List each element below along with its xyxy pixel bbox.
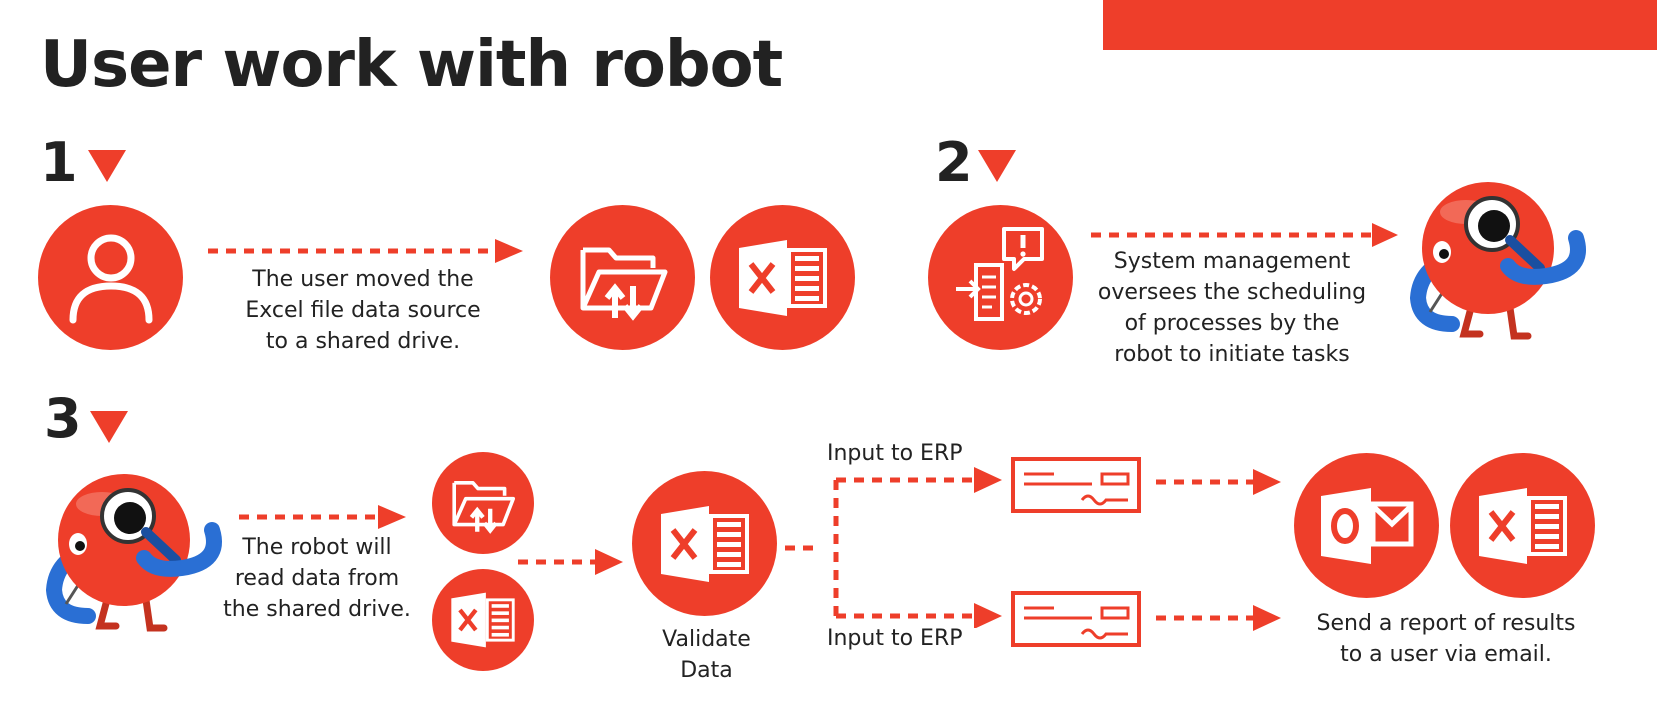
report-excel-circle [1450, 453, 1595, 598]
shared-folder-circle [550, 205, 695, 350]
outlook-icon [1320, 487, 1413, 564]
excel-icon [451, 592, 515, 648]
step-2-line-1: System management [1113, 249, 1351, 274]
step-1-description: The user moved the Excel file data sourc… [228, 264, 498, 357]
erp-branch-connector [785, 467, 1002, 628]
step-2-marker-icon [978, 150, 1016, 182]
erp-bottom-to-report-arrow [1156, 605, 1281, 631]
step-1-line-2: Excel file data source [245, 298, 481, 323]
erp-form-icon [1011, 457, 1141, 513]
step-3-robot-description: The robot will read data from the shared… [212, 532, 422, 625]
step-1-line-3: to a shared drive. [265, 329, 461, 354]
step-3-marker-icon [90, 411, 128, 443]
step-1-number: 1 [40, 131, 78, 194]
page-title: User work with robot [40, 28, 783, 102]
outlook-circle [1294, 453, 1439, 598]
erp-top-to-report-arrow [1156, 469, 1281, 495]
scheduler-circle [928, 205, 1073, 350]
step-3-number: 3 [44, 387, 82, 450]
step-2-line-2: oversees the scheduling [1097, 280, 1367, 305]
validate-data-label: Validate Data [634, 624, 779, 686]
erp-form-icon [1011, 591, 1141, 647]
excel-circle [710, 205, 855, 350]
step-3-robot-line-3: the shared drive. [223, 597, 411, 622]
user-circle [38, 205, 183, 350]
step-2-line-4: robot to initiate tasks [1114, 342, 1350, 367]
step-3-read-arrow [518, 549, 623, 575]
excel-circle-small [432, 569, 534, 671]
robot-mascot [1409, 182, 1586, 340]
excel-icon [738, 239, 827, 316]
validate-excel-circle [632, 471, 777, 616]
validate-line-2: Data [680, 658, 733, 683]
top-accent-bar [1103, 0, 1657, 50]
step-2-arrow [1091, 223, 1398, 247]
erp-bottom-label: Input to ERP [827, 626, 963, 651]
report-line-2: to a user via email. [1340, 642, 1552, 667]
shared-folder-icon [452, 481, 516, 534]
validate-line-1: Validate [662, 627, 751, 652]
excel-icon [660, 505, 749, 582]
excel-icon [1478, 487, 1567, 564]
report-line-1: Send a report of results [1316, 611, 1576, 636]
robot-mascot [45, 474, 222, 632]
step-1-line-1: The user moved the [252, 267, 474, 292]
step-3-robot-arrow [239, 505, 406, 529]
step-2-number: 2 [935, 131, 973, 194]
scheduler-icon [955, 226, 1044, 321]
step-3-robot-line-2: read data from [234, 566, 400, 591]
shared-folder-circle-small [432, 452, 534, 554]
shared-folder-icon [580, 247, 667, 321]
report-description: Send a report of results to a user via e… [1283, 608, 1609, 670]
erp-top-label: Input to ERP [827, 441, 963, 466]
step-3-robot-line-1: The robot will [242, 535, 392, 560]
step-2-line-3: of processes by the [1124, 311, 1340, 336]
step-2-description: System management oversees the schedulin… [1082, 246, 1382, 370]
step-1-arrow [208, 239, 523, 263]
step-1-marker-icon [88, 150, 126, 182]
user-icon [69, 234, 152, 323]
